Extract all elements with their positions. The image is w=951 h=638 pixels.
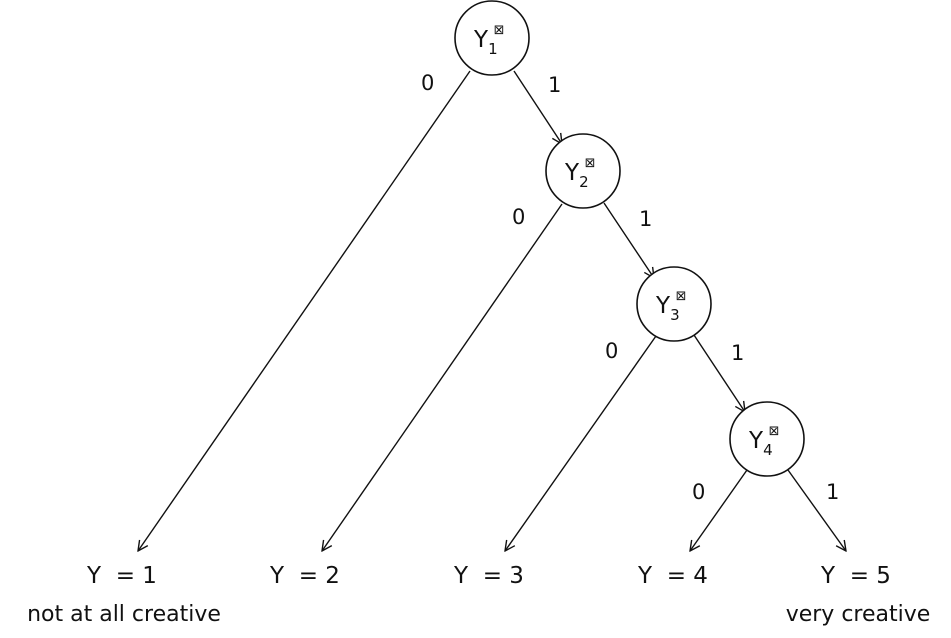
edge-label-n4-right: 1 <box>826 480 839 504</box>
caption-very-creative: very creative <box>786 602 931 627</box>
node-y4: Y4 ⊠ <box>729 401 805 477</box>
node-y1-base: Y <box>473 27 489 53</box>
edge-y2-to-leaf2 <box>322 203 563 551</box>
leaf-y-equals-4: Y = 4 <box>637 563 708 589</box>
node-y4-sub: 4 <box>763 441 773 459</box>
caption-not-at-all-creative: not at all creative <box>27 602 221 627</box>
leaf-y-equals-3: Y = 3 <box>453 563 524 589</box>
svg-text:Y4⊠: Y4 ⊠ <box>748 424 780 459</box>
edge-label-n3-right: 1 <box>731 341 744 365</box>
node-y1-sup: ⊠ <box>494 23 505 38</box>
node-y1: Y1 ⊠ <box>454 0 530 76</box>
node-y3-sup: ⊠ <box>676 289 687 304</box>
node-y2: Y2 ⊠ <box>545 133 621 209</box>
edge-y3-to-y4 <box>693 334 745 412</box>
leaves: Y = 1 Y = 2 Y = 3 Y = 4 Y = 5 <box>86 563 891 589</box>
edge-label-n1-left: 0 <box>421 71 434 95</box>
svg-text:Y1⊠: Y1 ⊠ <box>473 23 505 58</box>
edge-label-n2-left: 0 <box>512 205 525 229</box>
node-y2-sub: 2 <box>579 173 589 191</box>
edge-y2-to-y3 <box>603 202 654 278</box>
edge-y1-to-leaf1 <box>138 70 471 551</box>
svg-text:Y3⊠: Y3 ⊠ <box>655 289 687 324</box>
edge-label-n2-right: 1 <box>639 207 652 231</box>
node-y2-base: Y <box>564 160 580 186</box>
edge-y4-to-leaf5 <box>787 469 846 551</box>
node-y1-sub: 1 <box>488 40 498 58</box>
node-y2-sup: ⊠ <box>585 156 596 171</box>
edge-y3-to-leaf3 <box>505 335 657 551</box>
edge-label-n1-right: 1 <box>548 73 561 97</box>
node-y3-sub: 3 <box>670 306 680 324</box>
leaf-y-equals-5: Y = 5 <box>820 563 891 589</box>
edge-labels: 0 1 0 1 0 1 0 1 <box>421 71 839 504</box>
edges <box>138 70 846 551</box>
edge-y4-to-leaf4 <box>690 469 748 551</box>
svg-text:Y2⊠: Y2 ⊠ <box>564 156 596 191</box>
edge-label-n3-left: 0 <box>605 339 618 363</box>
edge-y1-to-y2 <box>513 70 562 144</box>
node-y3-base: Y <box>655 293 671 319</box>
captions: not at all creative very creative <box>27 602 930 627</box>
node-y4-sup: ⊠ <box>769 424 780 439</box>
edge-label-n4-left: 0 <box>692 480 705 504</box>
leaf-y-equals-1: Y = 1 <box>86 563 157 589</box>
node-y3: Y3 ⊠ <box>636 266 712 342</box>
node-y4-base: Y <box>748 428 764 454</box>
leaf-y-equals-2: Y = 2 <box>269 563 340 589</box>
